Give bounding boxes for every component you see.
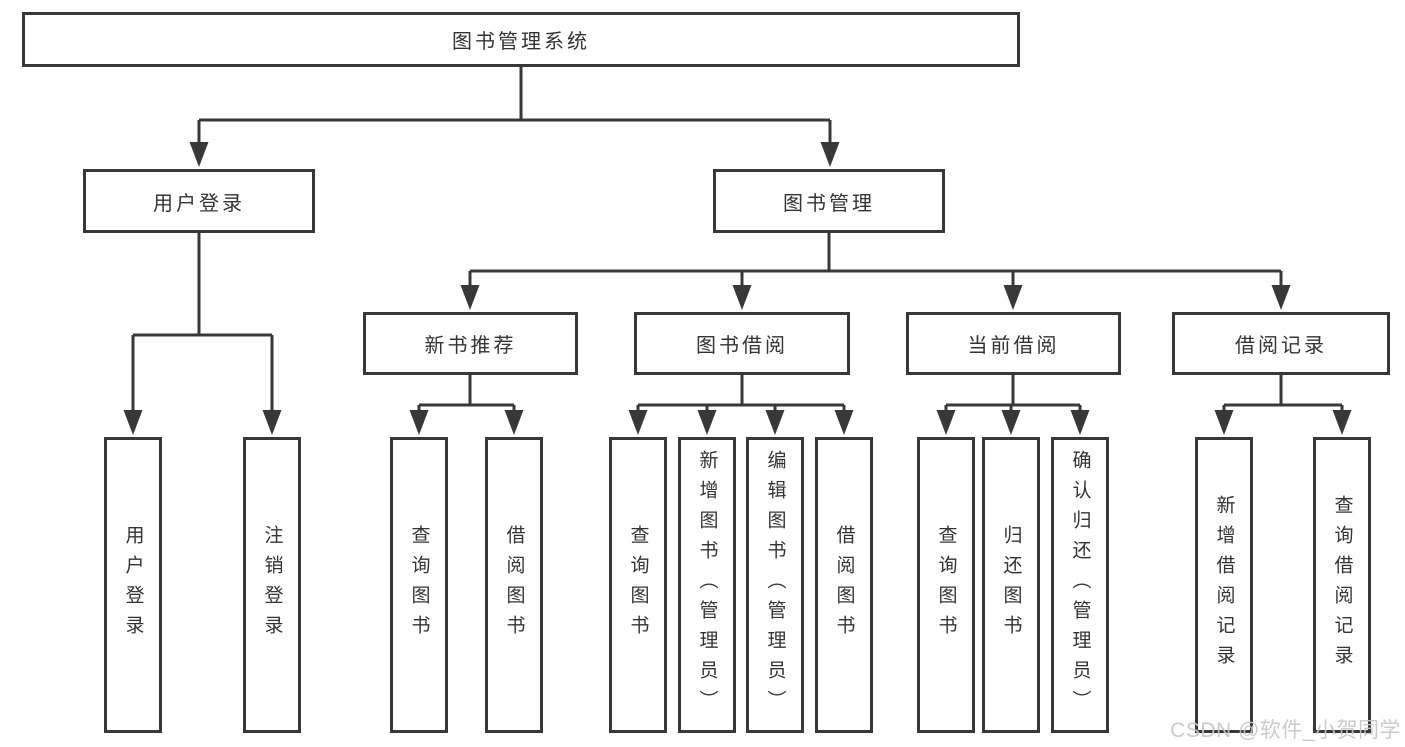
leaf-logout-label: 注销登录 bbox=[261, 525, 283, 645]
leaf-current-return-books-label: 归还图书 bbox=[1000, 525, 1022, 645]
arrow-down-icon bbox=[765, 410, 785, 435]
arrow-down-icon bbox=[1070, 410, 1090, 435]
leaf-borrowing-query-books-label: 查询图书 bbox=[627, 525, 649, 645]
leaf-newbooks-borrow-books-label: 借阅图书 bbox=[503, 525, 525, 645]
leaf-current-return-books: 归还图书 bbox=[982, 437, 1040, 733]
node-current-borrowing: 当前借阅 bbox=[906, 312, 1121, 375]
node-root-label: 图书管理系统 bbox=[452, 31, 590, 53]
leaf-borrowing-edit-books-admin-label: 编辑图书（管理员） bbox=[764, 450, 786, 720]
leaf-records-query-record-label: 查询借阅记录 bbox=[1331, 495, 1353, 675]
leaf-borrowing-borrow-books-label: 借阅图书 bbox=[833, 525, 855, 645]
node-borrowing-records: 借阅记录 bbox=[1172, 312, 1390, 375]
leaf-newbooks-query-books-label: 查询图书 bbox=[408, 525, 430, 645]
arrow-down-icon bbox=[460, 285, 480, 310]
node-book-management-label: 图书管理 bbox=[783, 192, 875, 215]
leaf-current-query-books-label: 查询图书 bbox=[935, 525, 957, 645]
node-user-login: 用户登录 bbox=[83, 169, 315, 233]
arrow-down-icon bbox=[1271, 285, 1291, 310]
arrow-down-icon bbox=[732, 285, 752, 310]
arrow-down-icon bbox=[936, 410, 956, 435]
leaf-user-login: 用户登录 bbox=[104, 437, 162, 733]
node-book-borrowing-label: 图书借阅 bbox=[696, 335, 788, 357]
arrow-down-icon bbox=[262, 410, 282, 435]
leaf-borrowing-add-books-admin-label: 新增图书（管理员） bbox=[696, 450, 718, 720]
arrow-down-icon bbox=[1003, 285, 1023, 310]
leaf-current-confirm-return-admin-label: 确认归还（管理员） bbox=[1069, 450, 1091, 720]
leaf-current-confirm-return-admin: 确认归还（管理员） bbox=[1051, 437, 1109, 733]
arrow-down-icon bbox=[1332, 410, 1352, 435]
arrow-down-icon bbox=[834, 410, 854, 435]
leaf-records-add-record: 新增借阅记录 bbox=[1195, 437, 1253, 733]
node-new-book-recommend-label: 新书推荐 bbox=[424, 335, 517, 357]
node-book-management: 图书管理 bbox=[713, 169, 945, 233]
arrow-down-icon bbox=[504, 410, 524, 435]
node-root: 图书管理系统 bbox=[22, 12, 1020, 67]
node-borrowing-records-label: 借阅记录 bbox=[1235, 335, 1327, 357]
leaf-current-query-books: 查询图书 bbox=[917, 437, 975, 733]
arrow-down-icon bbox=[628, 410, 648, 435]
csdn-watermark: CSDN @软件_小贺同学 bbox=[1170, 719, 1401, 742]
arrow-down-icon bbox=[697, 410, 717, 435]
connector-currentborrow-to-leaves bbox=[944, 375, 1082, 414]
connector-bookborrow-to-leaves bbox=[636, 375, 846, 414]
connector-userlogin-to-leaves bbox=[131, 233, 274, 414]
arrow-down-icon bbox=[123, 410, 143, 435]
leaf-newbooks-borrow-books: 借阅图书 bbox=[485, 437, 543, 733]
connector-newbooks-to-leaves bbox=[417, 375, 516, 414]
arrow-down-icon bbox=[1001, 410, 1021, 435]
arrow-down-icon bbox=[409, 410, 429, 435]
node-user-login-label: 用户登录 bbox=[153, 192, 245, 215]
node-book-borrowing: 图书借阅 bbox=[634, 312, 850, 375]
leaf-borrowing-edit-books-admin: 编辑图书（管理员） bbox=[746, 437, 804, 733]
connector-bookmgmt-to-level3 bbox=[468, 233, 1283, 289]
leaf-newbooks-query-books: 查询图书 bbox=[390, 437, 448, 733]
node-new-book-recommend: 新书推荐 bbox=[363, 312, 578, 375]
leaf-logout: 注销登录 bbox=[243, 437, 301, 733]
leaf-borrowing-add-books-admin: 新增图书（管理员） bbox=[678, 437, 736, 733]
leaf-user-login-label: 用户登录 bbox=[122, 525, 144, 645]
connector-borrowrecords-to-leaves bbox=[1222, 375, 1344, 414]
leaf-records-query-record: 查询借阅记录 bbox=[1313, 437, 1371, 733]
node-current-borrowing-label: 当前借阅 bbox=[967, 335, 1060, 357]
leaf-borrowing-borrow-books: 借阅图书 bbox=[815, 437, 873, 733]
leaf-records-add-record-label: 新增借阅记录 bbox=[1213, 495, 1235, 675]
arrow-down-icon bbox=[820, 142, 840, 167]
leaf-borrowing-query-books: 查询图书 bbox=[609, 437, 667, 733]
connector-root-to-level2 bbox=[197, 67, 832, 146]
arrow-down-icon bbox=[189, 142, 209, 167]
arrow-down-icon bbox=[1214, 410, 1234, 435]
